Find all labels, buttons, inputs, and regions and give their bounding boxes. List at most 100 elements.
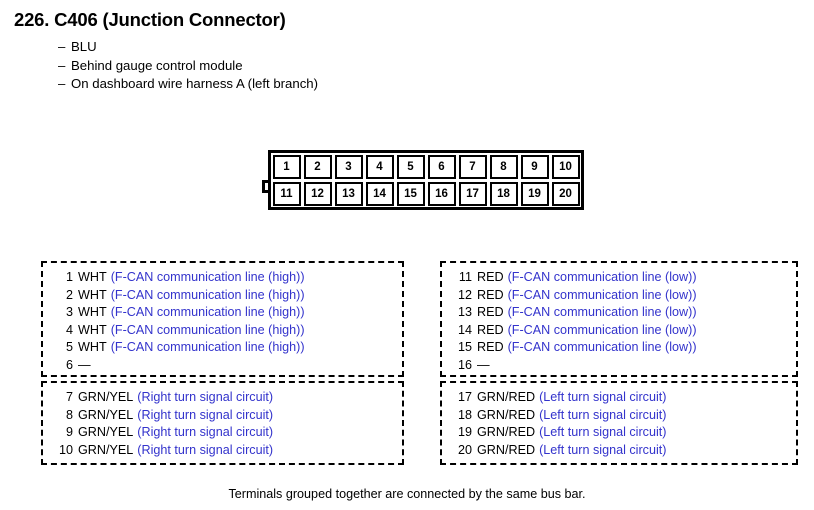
- connector-terminal-15[interactable]: 15: [396, 181, 425, 206]
- connector-terminal-4[interactable]: 4: [365, 154, 394, 179]
- wire-color-code: RED: [477, 270, 504, 284]
- terminal-number: 7: [65, 390, 73, 404]
- connector-terminal-19[interactable]: 19: [520, 181, 549, 206]
- terminal-number: 16: [457, 357, 472, 372]
- connector-terminal-14[interactable]: 14: [365, 181, 394, 206]
- connector-terminal-17[interactable]: 17: [458, 181, 487, 206]
- wire-color-code: WHT: [78, 305, 107, 319]
- terminal-row: 17 GRN/RED(Left turn signal circuit): [442, 389, 796, 407]
- wire-color-code: GRN/YEL: [78, 407, 134, 422]
- terminal-number: 18: [457, 407, 472, 422]
- terminal-row: 2 WHT(F-CAN communication line (high)): [43, 287, 402, 305]
- circuit-description: (F-CAN communication line (low)): [507, 287, 697, 302]
- circuit-description: (F-CAN communication line (high)): [110, 322, 305, 337]
- circuit-description: (Left turn signal circuit): [539, 407, 667, 422]
- connector-terminal-10[interactable]: 10: [551, 154, 580, 179]
- terminal-number: 8: [65, 407, 73, 422]
- circuit-description: (F-CAN communication line (high)): [110, 287, 305, 302]
- connector-attribute-list: –BLU–Behind gauge control module–On dash…: [58, 38, 318, 94]
- connector-terminal-20[interactable]: 20: [551, 181, 580, 206]
- circuit-description: (Right turn signal circuit): [137, 407, 274, 422]
- terminal-row: 14 RED(F-CAN communication line (low)): [442, 322, 796, 340]
- circuit-description: (F-CAN communication line (high)): [110, 340, 305, 354]
- wire-color-code: WHT: [78, 287, 107, 302]
- connector-terminal-16[interactable]: 16: [427, 181, 456, 206]
- wire-color-code: WHT: [78, 340, 107, 354]
- connector-terminal-5[interactable]: 5: [396, 154, 425, 179]
- connector-terminal-6[interactable]: 6: [427, 154, 456, 179]
- circuit-description: (F-CAN communication line (high)): [110, 270, 305, 284]
- terminal-number: 3: [65, 305, 73, 319]
- terminal-number: 6: [65, 357, 73, 372]
- terminal-row: 4 WHT(F-CAN communication line (high)): [43, 322, 402, 340]
- wire-color-code: RED: [477, 322, 504, 337]
- connector-terminal-12[interactable]: 12: [303, 181, 332, 206]
- connector-terminal-18[interactable]: 18: [489, 181, 518, 206]
- terminal-number: 13: [457, 305, 472, 319]
- terminal-number: 11: [458, 270, 472, 284]
- wire-color-code: GRN/RED: [477, 442, 536, 457]
- circuit-description: (Right turn signal circuit): [137, 390, 274, 404]
- wire-color-code: WHT: [78, 322, 107, 337]
- terminal-row: 11 RED(F-CAN communication line (low)): [442, 269, 796, 287]
- terminal-number: 1: [65, 270, 73, 284]
- wire-color-code: GRN/RED: [477, 390, 536, 404]
- wire-color-code: GRN/RED: [477, 425, 536, 439]
- wire-color-code: RED: [477, 340, 504, 354]
- wire-color-code: —: [78, 357, 91, 372]
- terminal-number: 2: [65, 287, 73, 302]
- page-title: 226. C406 (Junction Connector): [14, 9, 286, 30]
- connector-terminal-2[interactable]: 2: [303, 154, 332, 179]
- terminal-row: 6—: [43, 357, 402, 375]
- terminal-row: 16—: [442, 357, 796, 375]
- en-dash-icon: –: [58, 76, 66, 91]
- connector-terminal-1[interactable]: 1: [272, 154, 301, 179]
- terminal-number: 15: [457, 340, 472, 354]
- attribute-row: –BLU: [58, 38, 318, 57]
- terminal-number: 17: [457, 390, 472, 404]
- terminal-row: 1 WHT(F-CAN communication line (high)): [43, 269, 402, 287]
- terminal-number: 20: [457, 442, 472, 457]
- footer-note: Terminals grouped together are connected…: [228, 487, 586, 501]
- connector-terminal-13[interactable]: 13: [334, 181, 363, 206]
- connector-terminal-8[interactable]: 8: [489, 154, 518, 179]
- terminal-row: 8 GRN/YEL(Right turn signal circuit): [43, 407, 402, 425]
- en-dash-icon: –: [58, 39, 66, 54]
- attribute-label: BLU: [71, 39, 97, 54]
- wire-color-code: GRN/YEL: [78, 390, 134, 404]
- terminal-number: 5: [65, 340, 73, 354]
- terminal-number: 4: [65, 322, 73, 337]
- terminal-row: 5 WHT(F-CAN communication line (high)): [43, 339, 402, 357]
- en-dash-icon: –: [58, 57, 66, 73]
- connector-terminal-11[interactable]: 11: [272, 181, 301, 206]
- wire-color-code: GRN/YEL: [78, 442, 134, 457]
- connector-terminal-7[interactable]: 7: [458, 154, 487, 179]
- terminal-number: 12: [457, 287, 472, 302]
- circuit-description: (F-CAN communication line (low)): [507, 270, 697, 284]
- circuit-description: (Left turn signal circuit): [539, 390, 667, 404]
- wire-color-code: RED: [477, 287, 504, 302]
- connector-terminal-9[interactable]: 9: [520, 154, 549, 179]
- terminal-row: 7 GRN/YEL(Right turn signal circuit): [43, 389, 402, 407]
- connector-terminal-3[interactable]: 3: [334, 154, 363, 179]
- circuit-description: (F-CAN communication line (low)): [507, 305, 697, 319]
- circuit-description: (Right turn signal circuit): [137, 442, 274, 457]
- wire-color-code: WHT: [78, 270, 107, 284]
- connector-latch-tab-left: [262, 180, 271, 193]
- terminal-number: 14: [457, 322, 472, 337]
- circuit-description: (F-CAN communication line (low)): [507, 322, 697, 337]
- terminal-row: 12 RED(F-CAN communication line (low)): [442, 287, 796, 305]
- terminal-number: 19: [457, 425, 472, 439]
